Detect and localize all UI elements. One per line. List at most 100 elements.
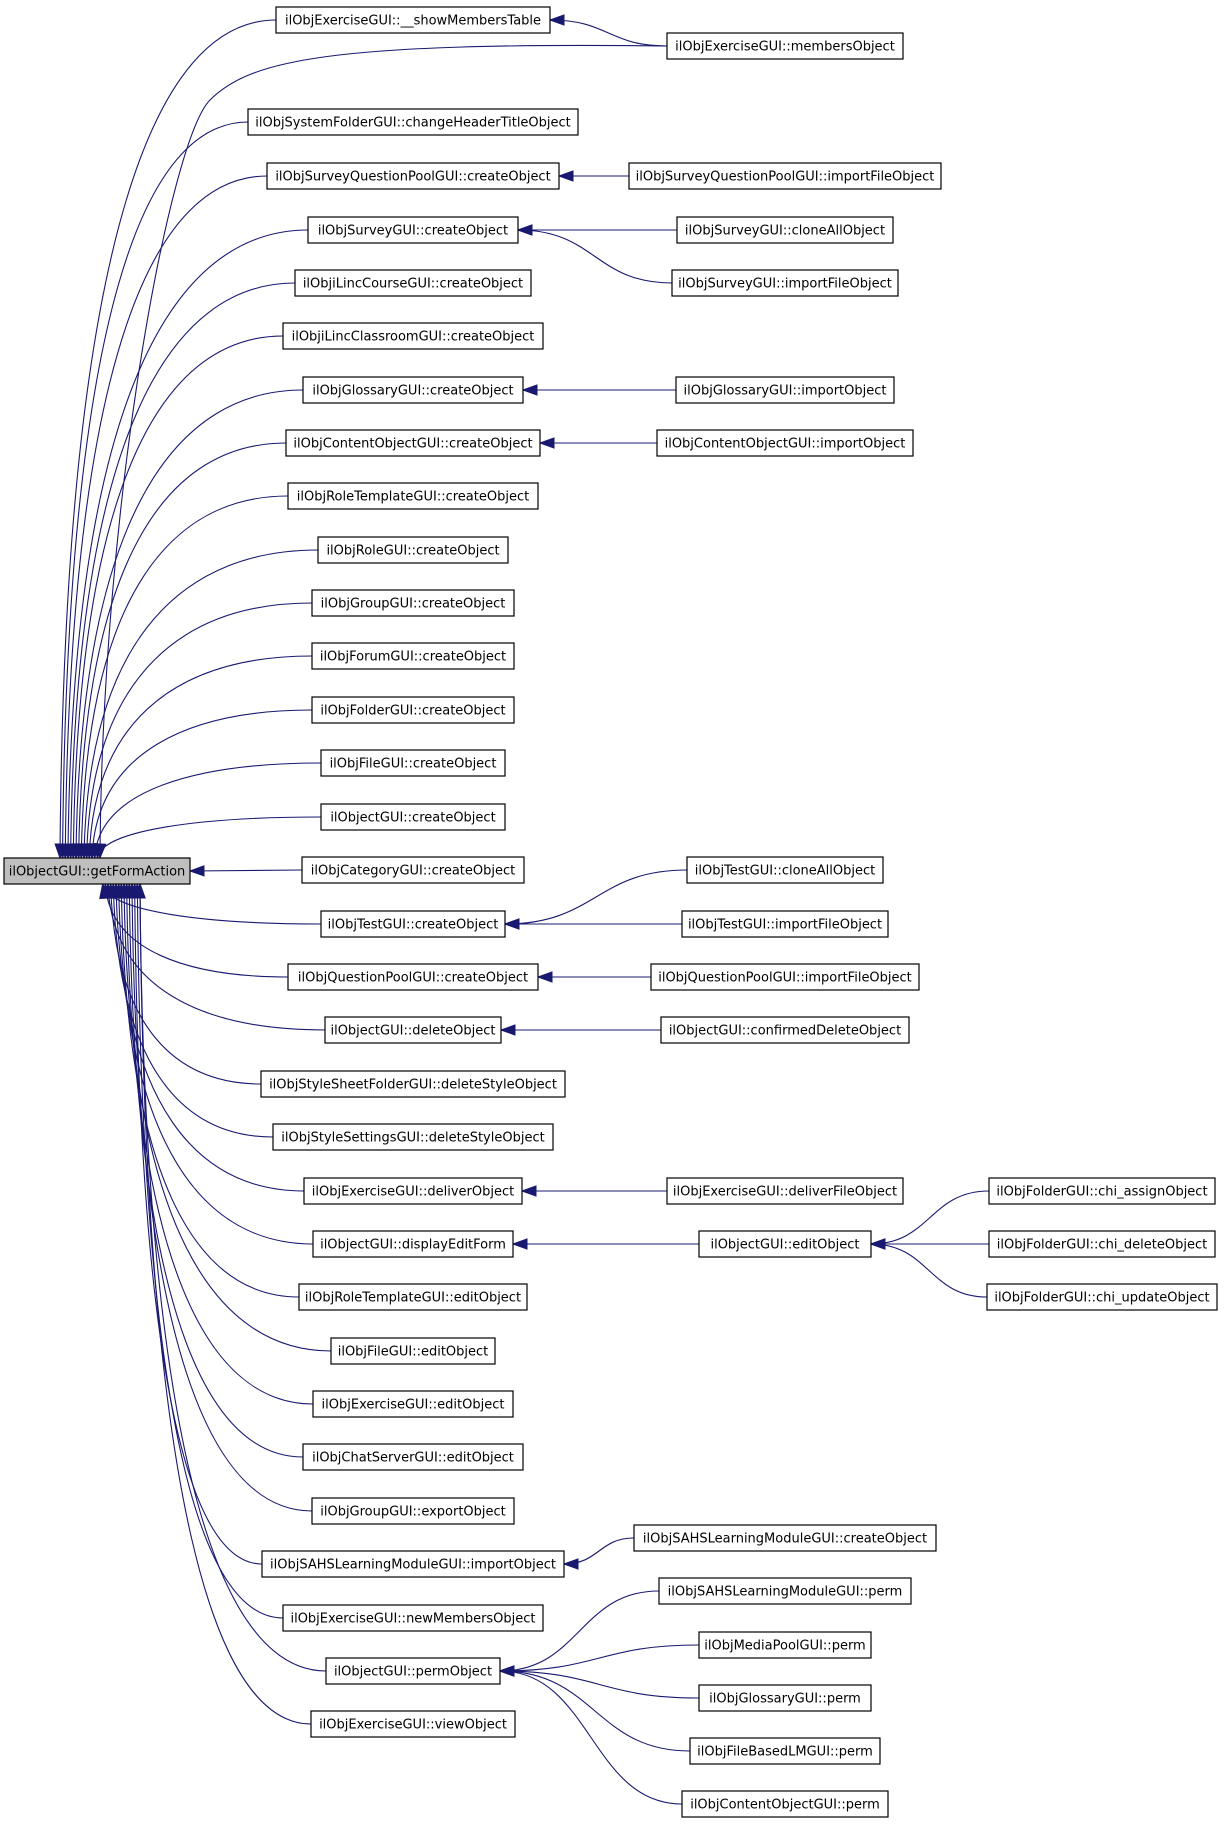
node-c29[interactable]: ilObjExerciseGUI::newMembersObject [282, 1604, 544, 1632]
node-c8[interactable]: ilObjRoleTemplateGUI::createObject [287, 482, 539, 510]
edge-c14-to-root [96, 816, 322, 859]
node-c22[interactable]: ilObjectGUI::displayEditForm [312, 1230, 514, 1258]
edge-t2-to-s11 [870, 1243, 988, 1298]
node-c23[interactable]: ilObjRoleTemplateGUI::editObject [298, 1283, 528, 1311]
node-box [285, 429, 541, 457]
node-c20[interactable]: ilObjStyleSettingsGUI::deleteStyleObject [272, 1123, 554, 1151]
node-label: ilObjFileGUI::editObject [338, 1345, 489, 1360]
node-s15[interactable]: ilObjGlossaryGUI::perm [698, 1684, 872, 1712]
node-c16[interactable]: ilObjTestGUI::createObject [320, 910, 506, 938]
node-box [666, 32, 904, 60]
node-box [266, 162, 560, 190]
arrow-s9-to-c18 [499, 1024, 516, 1036]
node-c4[interactable]: ilObjiLincCourseGUI::createObject [294, 269, 532, 297]
node-root[interactable]: ilObjectGUI::getFormAction [3, 857, 191, 885]
node-c31[interactable]: ilObjExerciseGUI::viewObject [310, 1710, 516, 1738]
node-c1[interactable]: ilObjSystemFolderGUI::changeHeaderTitleO… [247, 108, 579, 136]
edge-c29-to-root [136, 883, 284, 1619]
node-box [311, 696, 515, 724]
node-box [303, 1177, 523, 1205]
node-label: ilObjExerciseGUI::deliverObject [312, 1185, 514, 1200]
node-box [282, 322, 544, 350]
node-label: ilObjExerciseGUI::deliverFileObject [673, 1185, 897, 1200]
node-c19[interactable]: ilObjStyleSheetFolderGUI::deleteStyleObj… [260, 1070, 566, 1098]
arrow-s0-to-c0 [548, 14, 565, 26]
node-c0[interactable]: ilObjExerciseGUI::__showMembersTable [275, 6, 551, 34]
node-c5[interactable]: ilObjiLincClassroomGUI::createObject [282, 322, 544, 350]
node-s9[interactable]: ilObjectGUI::confirmedDeleteObject [660, 1016, 910, 1044]
node-s11[interactable]: ilObjectGUI::editObject [698, 1230, 872, 1258]
node-label: ilObjFileGUI::createObject [330, 757, 497, 772]
node-box [320, 803, 506, 831]
node-c11[interactable]: ilObjForumGUI::createObject [311, 642, 515, 670]
node-label: ilObjFolderGUI::createObject [320, 704, 505, 719]
node-s4[interactable]: ilObjGlossaryGUI::importObject [675, 376, 895, 404]
node-s16[interactable]: ilObjFileBasedLMGUI::perm [689, 1737, 881, 1765]
node-box [658, 1577, 912, 1605]
node-c27[interactable]: ilObjGroupGUI::exportObject [311, 1497, 515, 1525]
node-box [302, 1443, 524, 1471]
node-c17[interactable]: ilObjQuestionPoolGUI::createObject [287, 963, 539, 991]
node-label: ilObjectGUI::confirmedDeleteObject [669, 1024, 901, 1039]
node-s10[interactable]: ilObjExerciseGUI::deliverFileObject [666, 1177, 904, 1205]
node-c26[interactable]: ilObjChatServerGUI::editObject [302, 1443, 524, 1471]
node-label: ilObjGlossaryGUI::perm [709, 1692, 861, 1707]
node-s7[interactable]: ilObjTestGUI::importFileObject [681, 910, 889, 938]
node-c24[interactable]: ilObjFileGUI::editObject [330, 1337, 496, 1365]
node-c28[interactable]: ilObjSAHSLearningModuleGUI::importObject [261, 1550, 565, 1578]
node-s8[interactable]: ilObjQuestionPoolGUI::importFileObject [650, 963, 920, 991]
node-c15[interactable]: ilObjCategoryGUI::createObject [301, 856, 525, 884]
edge-c26-to-root [128, 883, 304, 1458]
node-c21[interactable]: ilObjExerciseGUI::deliverObject [303, 1177, 523, 1205]
node-c13[interactable]: ilObjFileGUI::createObject [320, 749, 506, 777]
node-label: ilObjContentObjectGUI::perm [690, 1798, 880, 1813]
edge-c4-to-root [70, 282, 296, 859]
edge-s16-to-c30 [499, 1670, 691, 1752]
node-t0[interactable]: ilObjFolderGUI::chi_assignObject [988, 1177, 1216, 1205]
node-s12[interactable]: ilObjSAHSLearningModuleGUI::createObject [633, 1524, 937, 1552]
node-t2[interactable]: ilObjFolderGUI::chi_updateObject [986, 1283, 1218, 1311]
node-c7[interactable]: ilObjContentObjectGUI::createObject [285, 429, 541, 457]
node-s13[interactable]: ilObjSAHSLearningModuleGUI::perm [658, 1577, 912, 1605]
node-s17[interactable]: ilObjContentObjectGUI::perm [681, 1790, 889, 1818]
node-s5[interactable]: ilObjContentObjectGUI::importObject [656, 429, 914, 457]
node-c14[interactable]: ilObjectGUI::createObject [320, 803, 506, 831]
node-c12[interactable]: ilObjFolderGUI::createObject [311, 696, 515, 724]
edge-c0-to-root [59, 19, 277, 859]
node-s2[interactable]: ilObjSurveyGUI::cloneAllObject [676, 216, 894, 244]
node-c30[interactable]: ilObjectGUI::permObject [325, 1657, 501, 1685]
edge-c2-to-root [64, 175, 268, 859]
node-box [317, 536, 509, 564]
node-s0[interactable]: ilObjExerciseGUI::membersObject [666, 32, 904, 60]
node-label: ilObjExerciseGUI::viewObject [319, 1718, 507, 1733]
node-c6[interactable]: ilObjGlossaryGUI::createObject [302, 376, 524, 404]
node-label: ilObjSurveyGUI::cloneAllObject [685, 224, 885, 239]
node-label: ilObjExerciseGUI::__showMembersTable [285, 14, 541, 29]
node-c3[interactable]: ilObjSurveyGUI::createObject [307, 216, 519, 244]
node-c18[interactable]: ilObjectGUI::deleteObject [324, 1016, 502, 1044]
node-s3[interactable]: ilObjSurveyGUI::importFileObject [671, 269, 899, 297]
edge-c27-to-root [131, 883, 313, 1512]
node-c9[interactable]: ilObjRoleGUI::createObject [317, 536, 509, 564]
edge-s17-to-c30 [499, 1670, 683, 1805]
node-c25[interactable]: ilObjExerciseGUI::editObject [312, 1390, 514, 1418]
node-box [650, 963, 920, 991]
node-c2[interactable]: ilObjSurveyQuestionPoolGUI::createObject [266, 162, 560, 190]
node-box [294, 269, 532, 297]
node-label: ilObjContentObjectGUI::importObject [665, 437, 906, 452]
node-s6[interactable]: ilObjTestGUI::cloneAllObject [686, 856, 884, 884]
edge-s6-to-c16 [504, 869, 688, 925]
edge-t0-to-s11 [870, 1190, 990, 1245]
node-label: ilObjGlossaryGUI::importObject [684, 384, 887, 399]
node-s1[interactable]: ilObjSurveyQuestionPoolGUI::importFileOb… [628, 162, 942, 190]
edge-s15-to-c30 [499, 1670, 700, 1699]
node-c10[interactable]: ilObjGroupGUI::createObject [311, 589, 515, 617]
node-label: ilObjSAHSLearningModuleGUI::perm [668, 1585, 903, 1600]
node-label: ilObjFolderGUI::chi_assignObject [996, 1185, 1207, 1200]
node-box [660, 1016, 910, 1044]
node-box [275, 6, 551, 34]
node-s14[interactable]: ilObjMediaPoolGUI::perm [698, 1631, 872, 1659]
node-label: ilObjGroupGUI::exportObject [320, 1505, 506, 1520]
edge-c8-to-root [80, 495, 289, 859]
node-t1[interactable]: ilObjFolderGUI::chi_deleteObject [988, 1230, 1216, 1258]
